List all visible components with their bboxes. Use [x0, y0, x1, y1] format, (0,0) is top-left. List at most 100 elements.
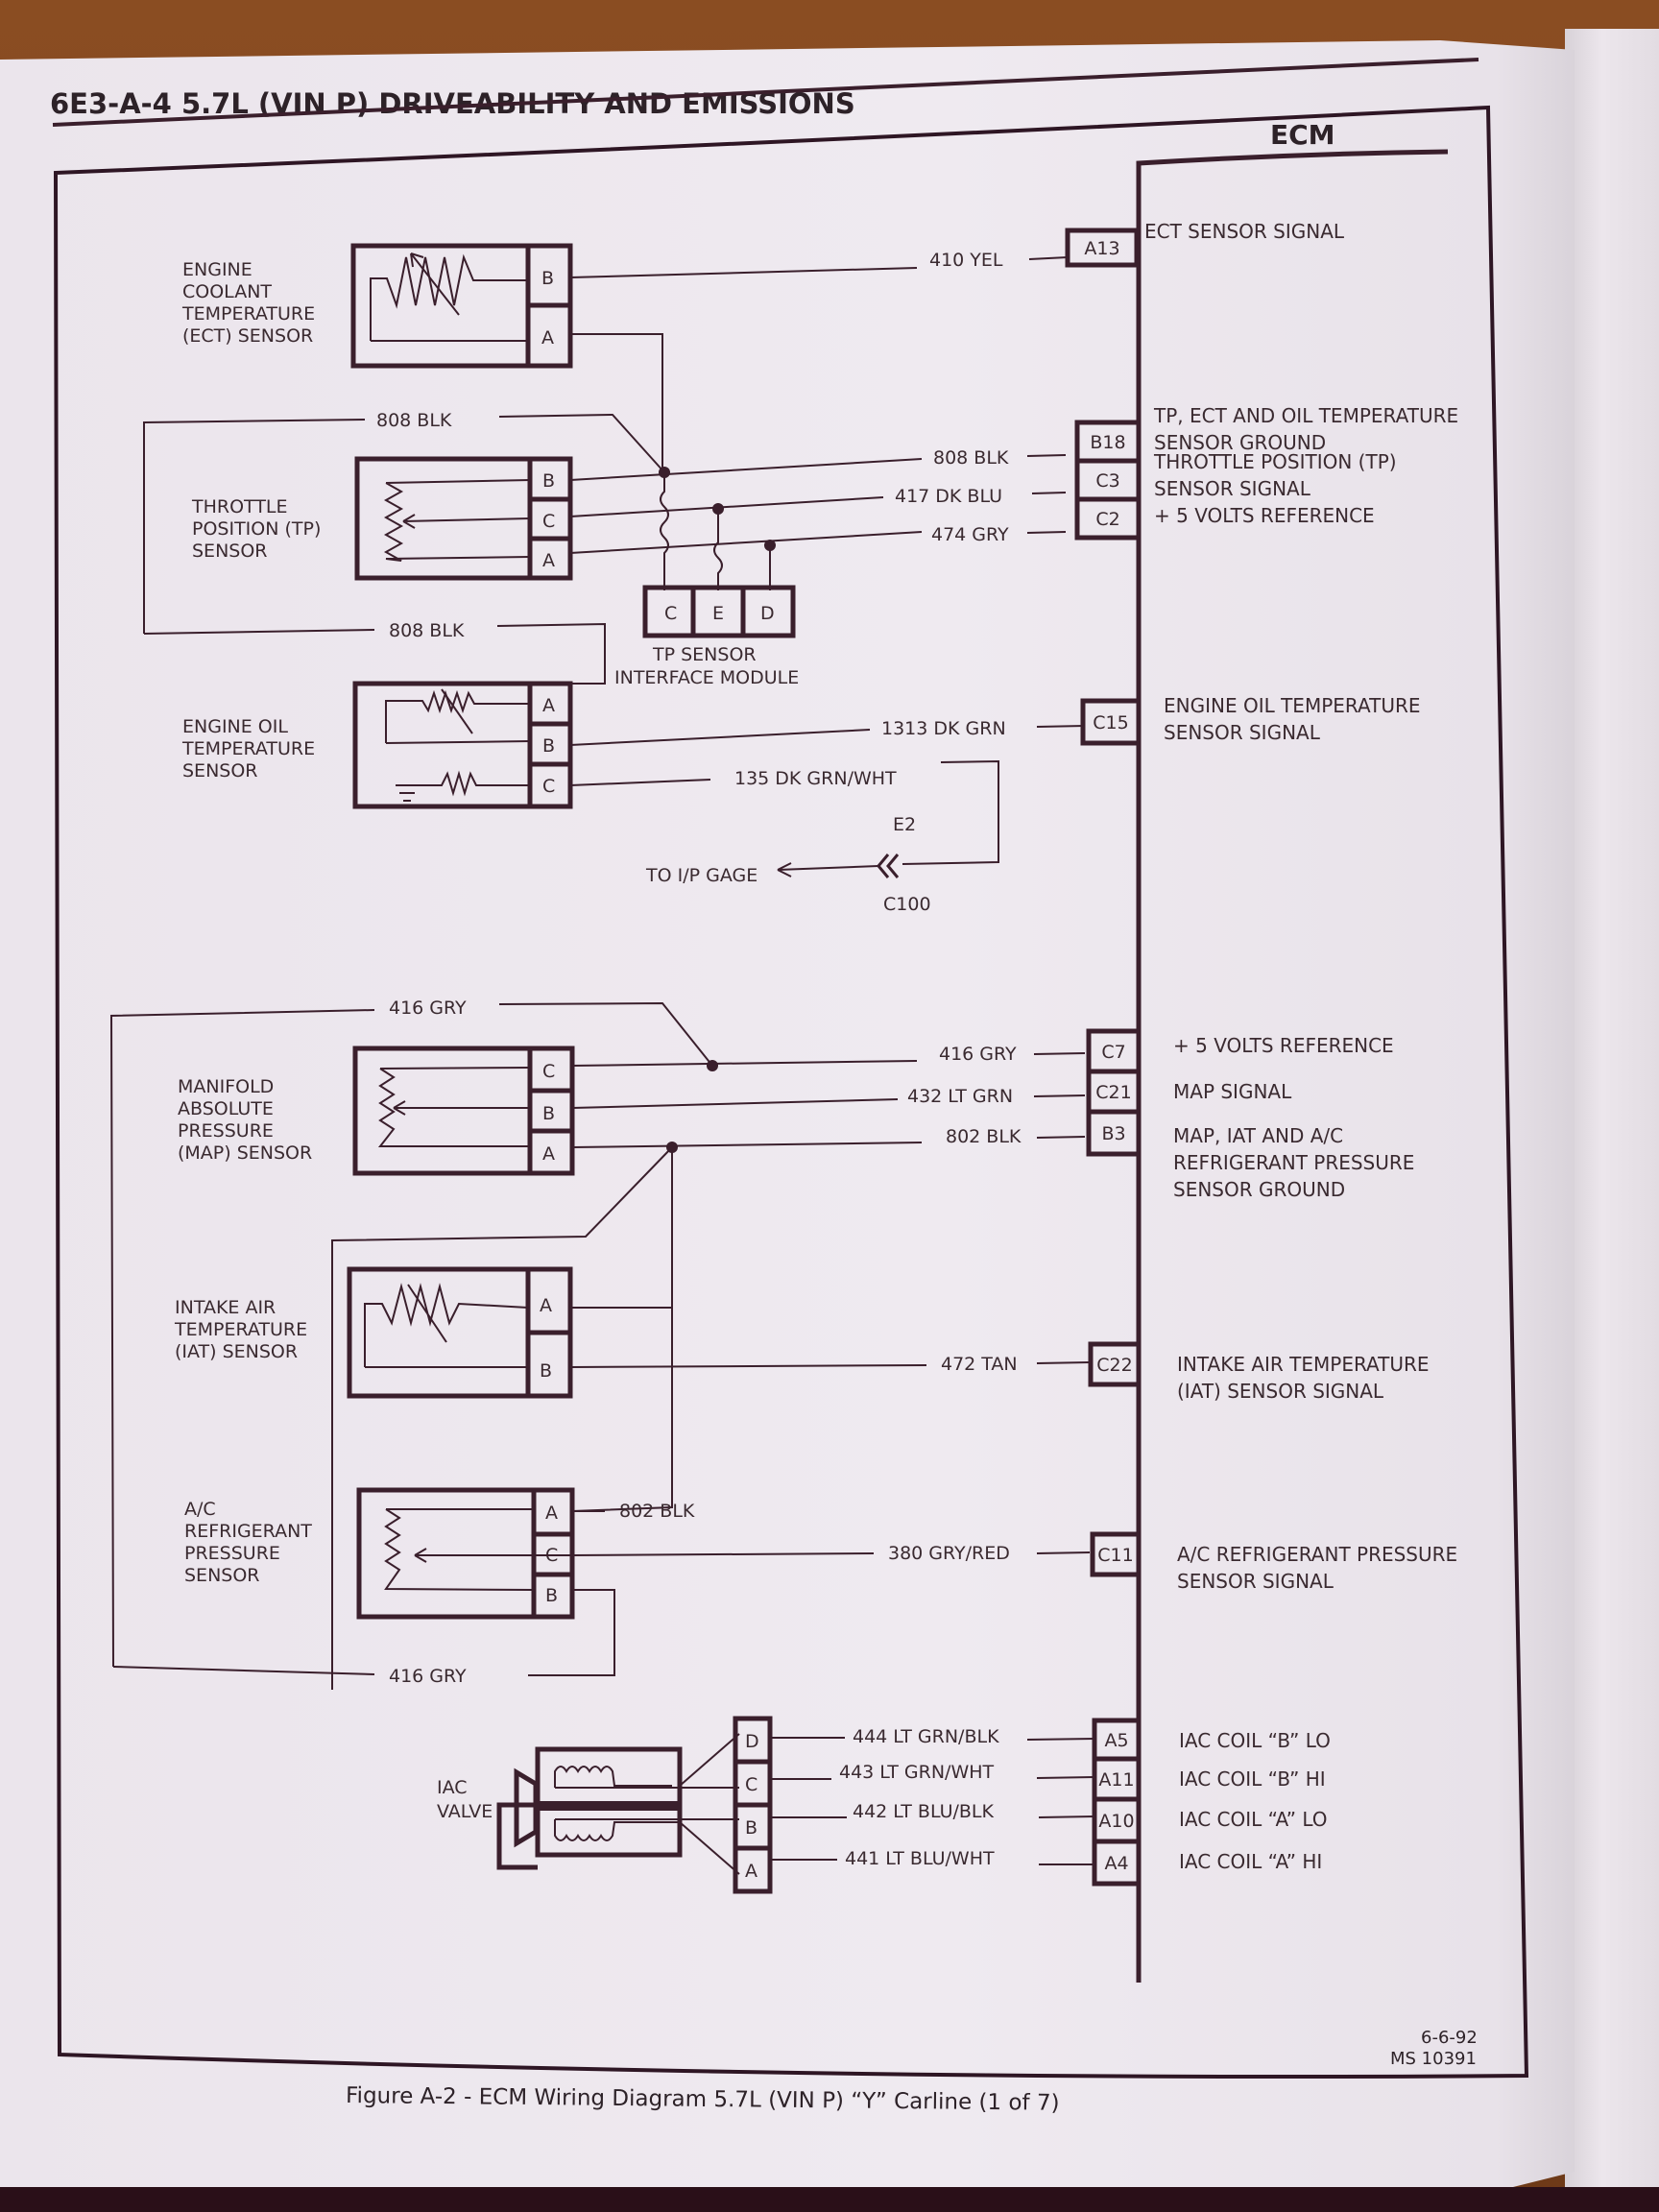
wire-label-442: 442 LT BLU/BLK: [853, 1801, 995, 1822]
ecm-pin-b3: B3: [1101, 1123, 1125, 1144]
ecm-boundary: [1136, 149, 1449, 1983]
wire-135: [569, 779, 711, 786]
ecm-pin-box-c15: [1080, 698, 1142, 746]
to-ip-gage-label: TO I/P GAGE: [645, 865, 757, 886]
ac-pin-b: B: [545, 1585, 558, 1606]
iac-valve: D C B A IAC VALVE: [437, 1716, 773, 1894]
ms-number: MS 10391: [1390, 2049, 1477, 2069]
iac-pin-d: D: [745, 1731, 759, 1752]
arrow-left-icon: [777, 862, 879, 878]
inline-connector-icon: [877, 854, 900, 878]
wire-410-stub: [1028, 256, 1069, 260]
wire-808-stub: [1026, 454, 1067, 457]
wire-802-ecm: [571, 1142, 923, 1148]
ect-label-line: (ECT) SENSOR: [182, 325, 313, 347]
ecm-pin-description: A/C REFRIGERANT PRESSURE: [1177, 1543, 1457, 1566]
ac-label: A/C REFRIGERANT PRESSURE SENSOR: [184, 1499, 312, 1586]
wire-label-474: 474 GRY: [931, 524, 1009, 545]
tp-label-line: POSITION (TP): [192, 518, 321, 540]
wire-442-stub: [1038, 1815, 1095, 1818]
ecm-pin-description: SENSOR SIGNAL: [1164, 721, 1321, 744]
map-label-line: MANIFOLD: [178, 1076, 274, 1097]
oil-pin-a: A: [542, 695, 555, 716]
ecm-pin-description: (IAT) SENSOR SIGNAL: [1177, 1380, 1384, 1403]
wire-808-low-left: [143, 629, 375, 635]
ect-label-line: ENGINE: [182, 259, 252, 280]
variable-arrow-icon: [441, 688, 473, 734]
ac-pin-a: A: [545, 1503, 558, 1524]
ecm-pin-a10: A10: [1098, 1811, 1134, 1832]
ecm-pin-description: THROTTLE POSITION (TP): [1153, 450, 1397, 473]
ecm-pin-box-c11: [1090, 1531, 1142, 1577]
ecm-pin-description: SENSOR GROUND: [1173, 1178, 1345, 1201]
thermistor-icon: [370, 253, 528, 341]
wire-432: [571, 1098, 899, 1109]
connector-c100: C100: [883, 894, 931, 915]
revision-date: 6-6-92: [1421, 2028, 1478, 2048]
tp-sensor-body: [354, 456, 573, 581]
header-rule: [52, 58, 1479, 127]
wiper-arrow-icon: [402, 514, 531, 529]
wire-472-stub: [1036, 1361, 1091, 1364]
iac-pintle-shaft: [538, 1801, 680, 1811]
ecm-pin-box-a4: [1092, 1839, 1142, 1887]
wire-label-443: 443 LT GRN/WHT: [839, 1762, 995, 1783]
wire-label-802-ac: 802 BLK: [619, 1501, 695, 1522]
wire-label-472: 472 TAN: [941, 1354, 1018, 1375]
map-label-line: PRESSURE: [178, 1120, 274, 1142]
oil-label: ENGINE OIL TEMPERATURE SENSOR: [181, 716, 315, 781]
wire-380: [571, 1552, 875, 1556]
tp-module-pin-c: C: [664, 603, 677, 624]
iat-label-line: INTAKE AIR: [175, 1297, 276, 1318]
potentiometer-icon: [383, 479, 531, 562]
wire-808-low-right: [496, 622, 606, 685]
wire-label-444: 444 LT GRN/BLK: [853, 1726, 999, 1747]
ecm-pin-description: ENGINE OIL TEMPERATURE: [1164, 694, 1421, 717]
iac-pin-a: A: [745, 1861, 757, 1882]
wire-802-stub: [1036, 1136, 1086, 1139]
potentiometer-icon: [384, 1508, 535, 1591]
ect-pin-b: B: [541, 268, 554, 289]
iac-label-line: VALVE: [437, 1801, 493, 1822]
ground-resistor-icon: [396, 770, 530, 802]
wire-410: [569, 267, 918, 278]
tp-module-label-line: TP SENSOR: [652, 644, 757, 665]
ecm-pin-description: REFRIGERANT PRESSURE: [1173, 1151, 1414, 1174]
wire-802-iat-route: [331, 1146, 673, 1690]
iat-pin-b: B: [540, 1360, 552, 1382]
ac-label-line: A/C: [184, 1499, 216, 1520]
ect-pin-a: A: [541, 327, 554, 349]
wire-1313-stub: [1036, 725, 1086, 728]
iat-label-line: (IAT) SENSOR: [175, 1341, 298, 1362]
variable-arrow-icon: [407, 1284, 447, 1343]
tp-module-pin-d: D: [760, 603, 775, 624]
variable-arrow-icon: [410, 252, 460, 316]
ecm-pin-box-a13: [1065, 228, 1140, 268]
tp-label-line: THROTTLE: [191, 496, 288, 517]
ecm-pin-description: TP, ECT AND OIL TEMPERATURE: [1153, 404, 1458, 427]
wire-444-stub: [1026, 1738, 1095, 1741]
tp-sensor: B C A THROTTLE POSITION (TP) SENSOR: [191, 456, 573, 581]
iac-pin-b: B: [745, 1817, 757, 1839]
ecm-pin-description: SENSOR SIGNAL: [1177, 1570, 1334, 1593]
iac-pin-c: C: [745, 1774, 757, 1795]
wire-jumper: [660, 472, 669, 590]
iat-label-line: TEMPERATURE: [174, 1319, 307, 1340]
wire-label-802-ecm: 802 BLK: [946, 1126, 1022, 1147]
map-sensor: C B A MANIFOLD ABSOLUTE PRESSURE (MAP) S…: [178, 1046, 575, 1176]
coil-b-icon: [554, 1766, 672, 1788]
ecm-pin-description: IAC COIL “B” HI: [1179, 1767, 1326, 1791]
ac-sensor-body: [356, 1487, 575, 1620]
ecm-pin-a13: A13: [1084, 238, 1119, 259]
wire-label-135: 135 DK GRN/WHT: [734, 768, 897, 789]
wire-432-stub: [1033, 1094, 1086, 1097]
tp-pin-a: A: [542, 550, 555, 571]
map-pin-b: B: [542, 1103, 555, 1124]
ecm-pin-description: IAC COIL “A” HI: [1179, 1850, 1322, 1873]
ect-label-line: COOLANT: [182, 281, 272, 302]
ac-label-line: SENSOR: [184, 1565, 260, 1586]
splice-dot: [707, 1060, 718, 1071]
iat-label: INTAKE AIR TEMPERATURE (IAT) SENSOR: [174, 1297, 307, 1362]
tp-module-pin-e: E: [712, 603, 724, 624]
